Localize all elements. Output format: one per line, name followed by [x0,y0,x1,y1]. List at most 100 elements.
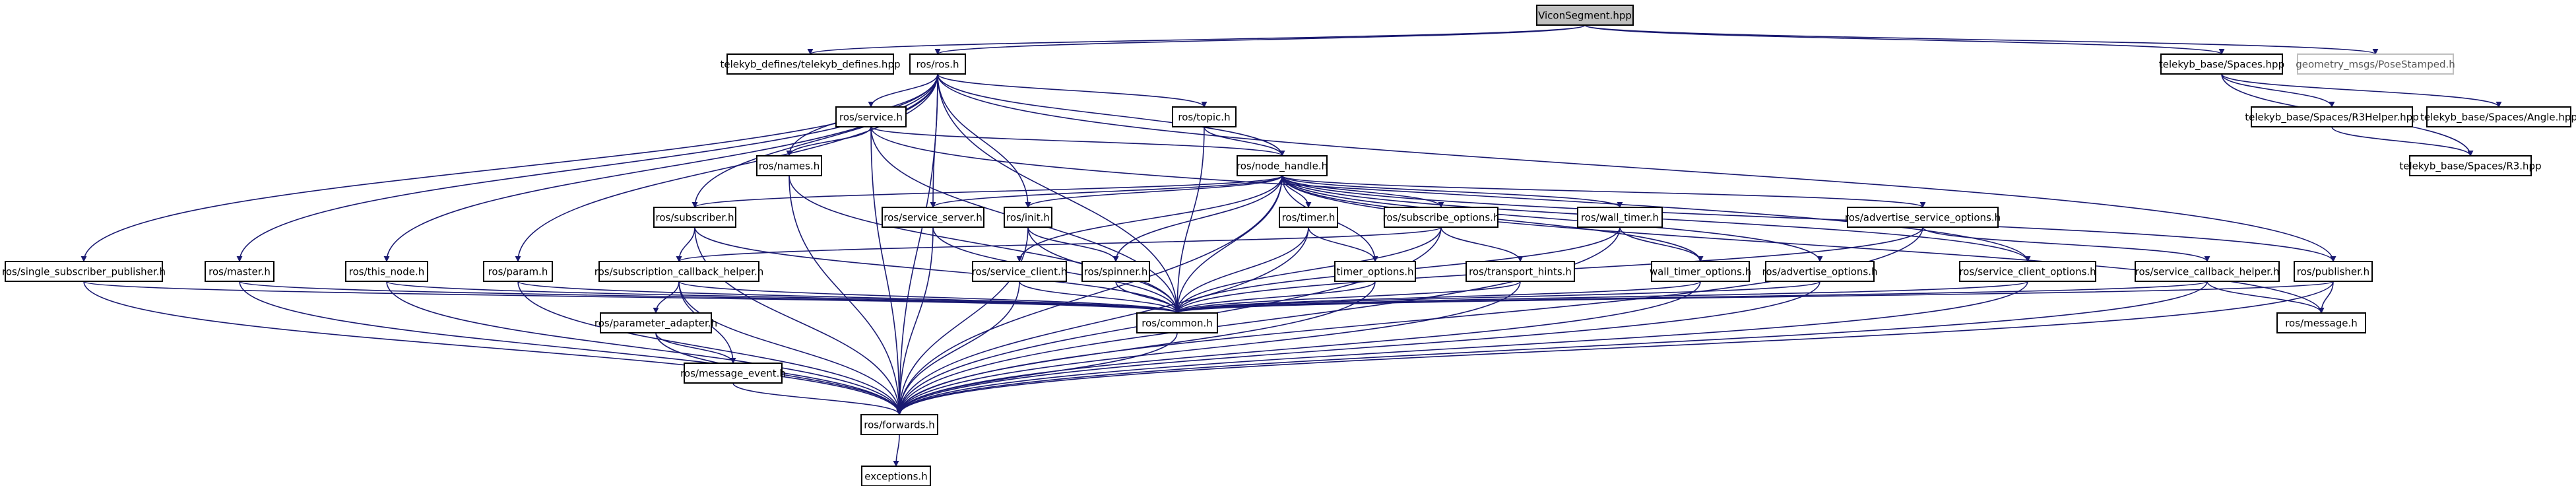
edge-node-handle-to-advertise-options [1281,175,1823,262]
node-service-callback-helper[interactable]: ros/service_callback_helper.h [2135,261,2280,282]
node-angle[interactable]: telekyb_base/Spaces/Angle.hpp [2420,106,2576,127]
edge-param-to-common [517,281,1180,314]
node-label: geometry_msgs/PoseStamped.h [2296,59,2455,71]
node-box [1765,261,1875,282]
edge-publisher-to-common [1175,281,2334,314]
node-init[interactable]: ros/init.h [1004,207,1052,228]
node-telekyb-defines[interactable]: telekyb_defines/telekyb_defines.hpp [721,53,901,75]
edge-common-to-forwards [896,332,1178,415]
node-service-client-options[interactable]: ros/service_client_options.h [1959,261,2096,282]
node-box [1004,207,1052,228]
edge-timer-options-to-common [1174,281,1376,314]
node-box [1172,106,1237,127]
node-service[interactable]: ros/service.h [835,106,907,127]
node-label: ros/subscription_callback_helper.h [595,266,764,279]
node-subscribe-options[interactable]: ros/subscribe_options.h [1383,207,1500,228]
node-single-subscriber-publisher[interactable]: ros/single_subscriber_publisher.h [2,261,166,282]
edge-publisher-to-message [2318,281,2334,314]
edge-ros-h-to-subscriber [692,73,938,208]
edge-ros-h-to-param [515,73,938,262]
node-forwards[interactable]: ros/forwards.h [860,414,938,435]
edge-master-to-forwards [239,281,903,415]
node-timer-options[interactable]: timer_options.h [1334,261,1416,282]
edge-node-handle-to-publisher [1281,175,2336,262]
node-r3[interactable]: telekyb_base/Spaces/R3.hpp [2399,155,2542,176]
edge-spaces-to-angle [2221,73,2502,108]
node-label: ros/message.h [2285,318,2358,330]
node-box [2426,106,2571,127]
edge-ros-h-to-topic [937,73,1208,108]
node-topic[interactable]: ros/topic.h [1172,106,1237,127]
node-message[interactable]: ros/message.h [2276,312,2366,333]
edge-names-to-common [789,175,1180,314]
node-box [2409,155,2532,176]
node-r3helper[interactable]: telekyb_base/Spaces/R3Helper.hpp [2245,106,2419,127]
node-label: ros/common.h [1142,318,1213,330]
node-advertise-options[interactable]: ros/advertise_options.h [1762,261,1878,282]
node-parameter-adapter[interactable]: ros/parameter_adapter.h [595,312,717,333]
node-node-handle[interactable]: ros/node_handle.h [1237,155,1328,176]
node-spinner[interactable]: ros/spinner.h [1081,261,1150,282]
node-label: ros/single_subscriber_publisher.h [2,266,166,279]
edge-subscribe-options-to-subscription-callback-helper [676,226,1442,262]
edge-subscription-callback-helper-to-common [678,281,1180,314]
edge-timer-to-forwards [896,226,1309,415]
node-wall-timer[interactable]: ros/wall_timer.h [1577,207,1663,228]
node-label: ros/message_event.h [680,368,786,380]
edge-master-to-common [239,281,1180,314]
edge-ros-h-to-init [937,73,1031,208]
node-spaces[interactable]: telekyb_base/Spaces.hpp [2159,53,2284,75]
node-subscription-callback-helper[interactable]: ros/subscription_callback_helper.h [595,261,764,282]
node-wall-timer-options[interactable]: wall_timer_options.h [1650,261,1751,282]
edge-single-subscriber-publisher-to-common [83,281,1180,314]
node-service-client[interactable]: ros/service_client.h [972,261,1068,282]
edge-advertise-options-to-common [1174,281,1820,314]
edge-vicon-to-ros-h [934,24,1586,55]
edge-forwards-to-exceptions [893,434,900,467]
node-label: ros/timer.h [1282,212,1336,224]
node-master[interactable]: ros/master.h [205,261,274,282]
node-vicon[interactable]: ViconSegment.hpp [1536,5,1634,26]
node-advertise-service-options[interactable]: ros/advertise_service_options.h [1845,207,2001,228]
edge-transport-hints-to-forwards [896,281,1521,415]
node-label: ros/ros.h [917,59,959,71]
node-box [1081,261,1150,282]
node-box [600,312,712,333]
edge-node-handle-to-service-server [930,175,1283,208]
node-names[interactable]: ros/names.h [756,155,822,176]
edge-advertise-service-options-to-forwards [896,226,1923,415]
edge-vicon-to-posestamped [1584,24,2379,55]
node-label: wall_timer_options.h [1650,266,1751,279]
node-exceptions[interactable]: exceptions.h [861,466,931,486]
node-param[interactable]: ros/param.h [483,261,553,282]
node-label: telekyb_base/Spaces.hpp [2159,59,2284,71]
node-box [861,466,931,486]
node-box [2135,261,2280,282]
nodes: ViconSegment.hpp telekyb_defines/telekyb_… [2,5,2576,486]
node-label: ros/service.h [839,112,903,123]
edges [80,24,2502,467]
node-this-node[interactable]: ros/this_node.h [345,261,428,282]
node-box [483,261,553,282]
node-label: ros/forwards.h [864,419,934,431]
node-label: ros/master.h [209,266,271,278]
edge-service-server-to-forwards [896,226,934,415]
node-service-server[interactable]: ros/service_server.h [882,207,984,228]
edge-advertise-service-options-to-service-callback-helper [1922,226,2210,262]
node-posestamped[interactable]: geometry_msgs/PoseStamped.h [2296,53,2455,75]
node-transport-hints[interactable]: ros/transport_hints.h [1465,261,1575,282]
node-ros-h[interactable]: ros/ros.h [909,53,966,75]
node-box [1465,261,1575,282]
node-label: exceptions.h [864,471,927,483]
edge-names-to-forwards [789,175,903,415]
node-publisher[interactable]: ros/publisher.h [2294,261,2373,282]
node-box [1384,207,1498,228]
node-timer[interactable]: ros/timer.h [1279,207,1338,228]
node-box [1237,155,1328,176]
node-label: ros/transport_hints.h [1469,266,1572,279]
node-box [205,261,274,282]
node-message-event[interactable]: ros/message_event.h [680,363,786,384]
node-subscriber[interactable]: ros/subscriber.h [653,207,736,228]
node-common[interactable]: ros/common.h [1136,312,1218,333]
node-label: ros/init.h [1006,212,1050,224]
